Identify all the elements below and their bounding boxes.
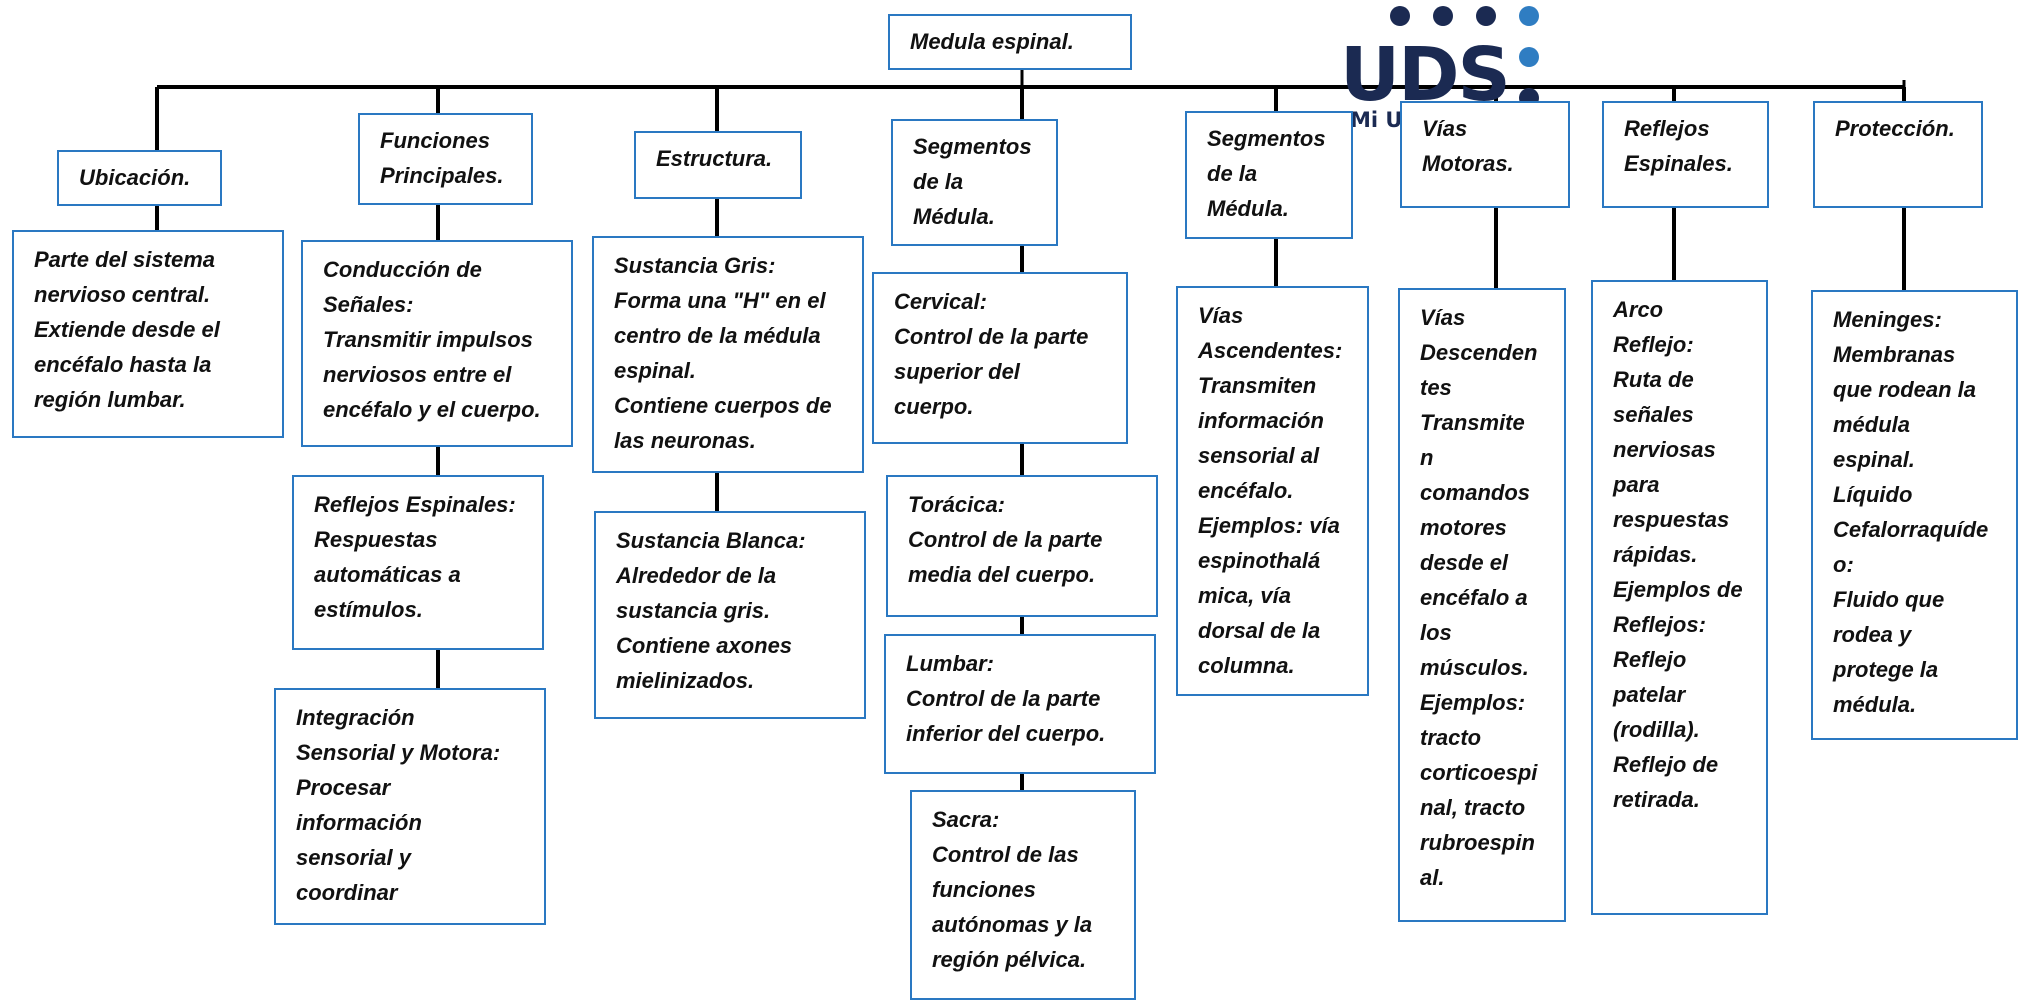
vias-ascendentes: Vías Ascendentes: Transmiten información… [1176,286,1369,696]
branch-segmentos-title: Segmentos de la Médula. [891,119,1058,246]
segmento-cervical: Cervical: Control de la parte superior d… [872,272,1128,444]
segmento-toracica: Torácica: Control de la parte media del … [886,475,1158,617]
logo-dot [1390,6,1410,26]
logo-dot [1476,6,1496,26]
reflejos-arco: Arco Reflejo: Ruta de señales nerviosas … [1591,280,1768,915]
funciones-conduccion: Conducción de Señales: Transmitir impuls… [301,240,573,447]
branch-proteccion-title: Protección. [1813,101,1983,208]
logo-dot [1433,6,1453,26]
branch-ubicacion-title: Ubicación. [57,150,222,206]
funciones-integracion: Integración Sensorial y Motora: Procesar… [274,688,546,925]
funciones-reflejos: Reflejos Espinales: Respuestas automátic… [292,475,544,650]
branch-segmentos-title-2: Segmentos de la Médula. [1185,111,1353,239]
logo-dot [1519,47,1539,67]
estructura-sustancia-blanca: Sustancia Blanca: Alrededor de la sustan… [594,511,866,719]
estructura-sustancia-gris: Sustancia Gris: Forma una "H" en el cent… [592,236,864,473]
logo-wordmark: UDS [1340,32,1511,118]
logo-dot [1519,6,1539,26]
branch-estructura-title: Estructura. [634,131,802,199]
segmento-sacra: Sacra: Control de las funciones autónoma… [910,790,1136,1000]
vias-descendentes: Vías Descenden tes Transmite n comandos … [1398,288,1566,922]
segmento-lumbar: Lumbar: Control de la parte inferior del… [884,634,1156,774]
branch-funciones-title: Funciones Principales. [358,113,533,205]
branch-reflejos-title: Reflejos Espinales. [1602,101,1769,208]
proteccion-meninges: Meninges: Membranas que rodean la médula… [1811,290,2018,740]
ubicacion-description: Parte del sistema nervioso central. Exti… [12,230,284,438]
branch-vias-motoras-title: Vías Motoras. [1400,101,1570,208]
root-node: Medula espinal. [888,14,1132,70]
